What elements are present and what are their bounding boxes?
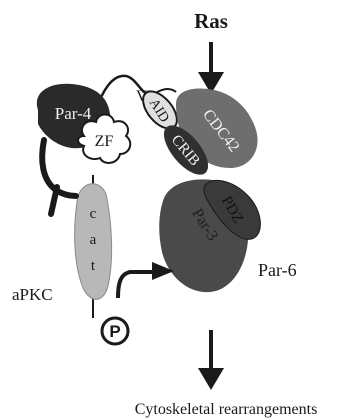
par4-label: Par-4 <box>55 104 92 123</box>
ras-label: Ras <box>194 9 228 33</box>
zf-label: ZF <box>95 133 114 150</box>
par4-inhibition-bar <box>42 140 76 214</box>
phosphorylation-arrow <box>118 262 174 298</box>
apkc-letter-c: c <box>90 206 97 222</box>
par6-label: Par-6 <box>258 260 297 280</box>
ras-arrow <box>198 42 224 94</box>
output-arrow <box>198 330 224 390</box>
output-label: Cytoskeletal rearrangements <box>135 401 318 418</box>
apkc-letter-a: a <box>90 232 97 248</box>
apkc-label: aPKC <box>12 285 53 304</box>
phospho-label: P <box>109 322 120 341</box>
